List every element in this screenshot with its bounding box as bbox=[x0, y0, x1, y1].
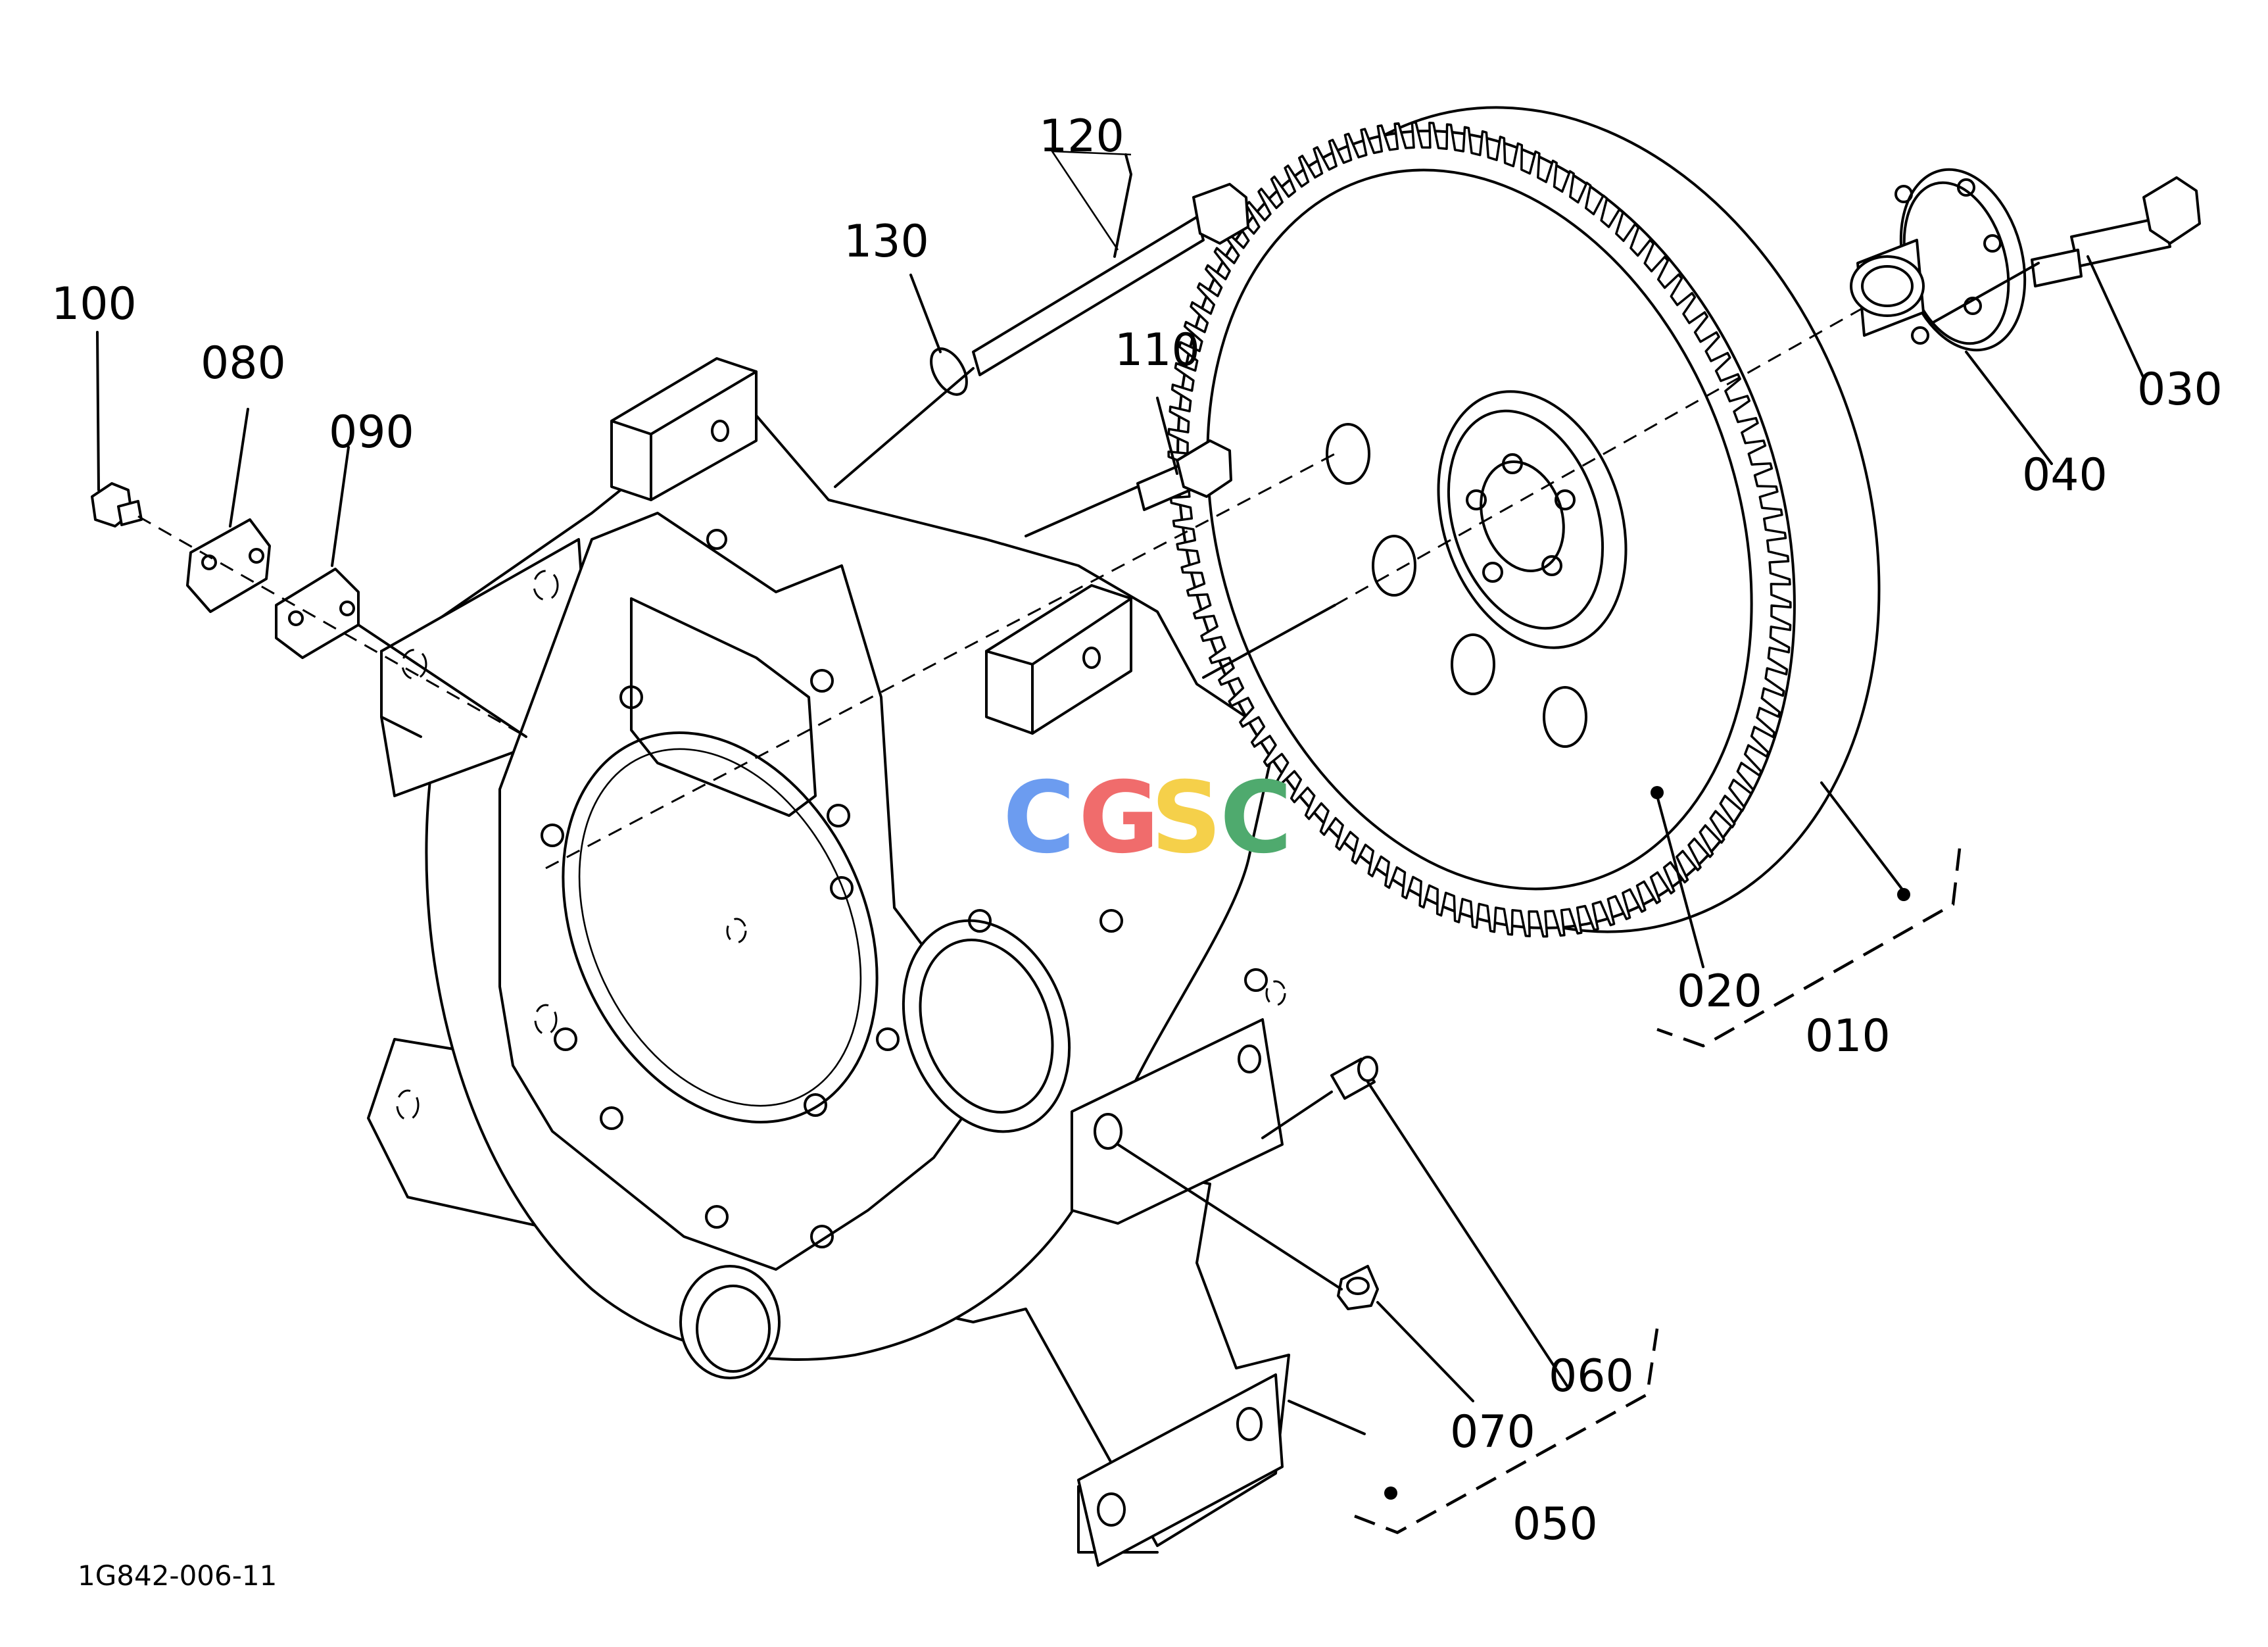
watermark-letter-4: C bbox=[1220, 761, 1292, 875]
watermark-letter-2: G bbox=[1078, 761, 1159, 875]
dowel-pin-060 bbox=[1330, 1056, 1378, 1100]
plug-070 bbox=[1337, 1265, 1379, 1310]
label-070: 070 bbox=[1450, 1406, 1535, 1458]
part-labels: 010 020 030 040 050 060 070 080 090 100 … bbox=[51, 111, 2223, 1550]
label-020: 020 bbox=[1677, 966, 1762, 1018]
label-090: 090 bbox=[329, 406, 414, 458]
diagram-code: 1G842-006-11 bbox=[78, 1560, 277, 1592]
label-110: 110 bbox=[1115, 324, 1200, 376]
flywheel bbox=[1167, 106, 1881, 938]
leader-lines bbox=[96, 150, 2145, 1500]
watermark-letter-3: S bbox=[1151, 761, 1222, 875]
cover-plate-080 bbox=[186, 518, 271, 613]
assembly-brackets bbox=[1354, 848, 1962, 1535]
assembly-lines bbox=[137, 262, 2040, 1291]
flywheel-bolt bbox=[2031, 176, 2201, 287]
label-050: 050 bbox=[1512, 1498, 1598, 1550]
label-100: 100 bbox=[51, 278, 137, 330]
bolt-100 bbox=[91, 482, 143, 528]
label-080: 080 bbox=[201, 337, 286, 389]
label-030: 030 bbox=[2137, 364, 2223, 416]
coupling-flange bbox=[1850, 168, 2027, 352]
watermark: C G S C bbox=[1003, 761, 1292, 875]
flywheel-housing bbox=[367, 357, 1290, 1567]
label-130: 130 bbox=[844, 216, 929, 268]
label-010: 010 bbox=[1805, 1010, 1891, 1062]
label-040: 040 bbox=[2022, 449, 2108, 501]
gasket-090 bbox=[275, 568, 360, 659]
label-060: 060 bbox=[1549, 1350, 1634, 1402]
bolt-110 bbox=[1136, 439, 1232, 511]
label-120: 120 bbox=[1039, 111, 1124, 162]
watermark-letter-1: C bbox=[1003, 761, 1075, 875]
